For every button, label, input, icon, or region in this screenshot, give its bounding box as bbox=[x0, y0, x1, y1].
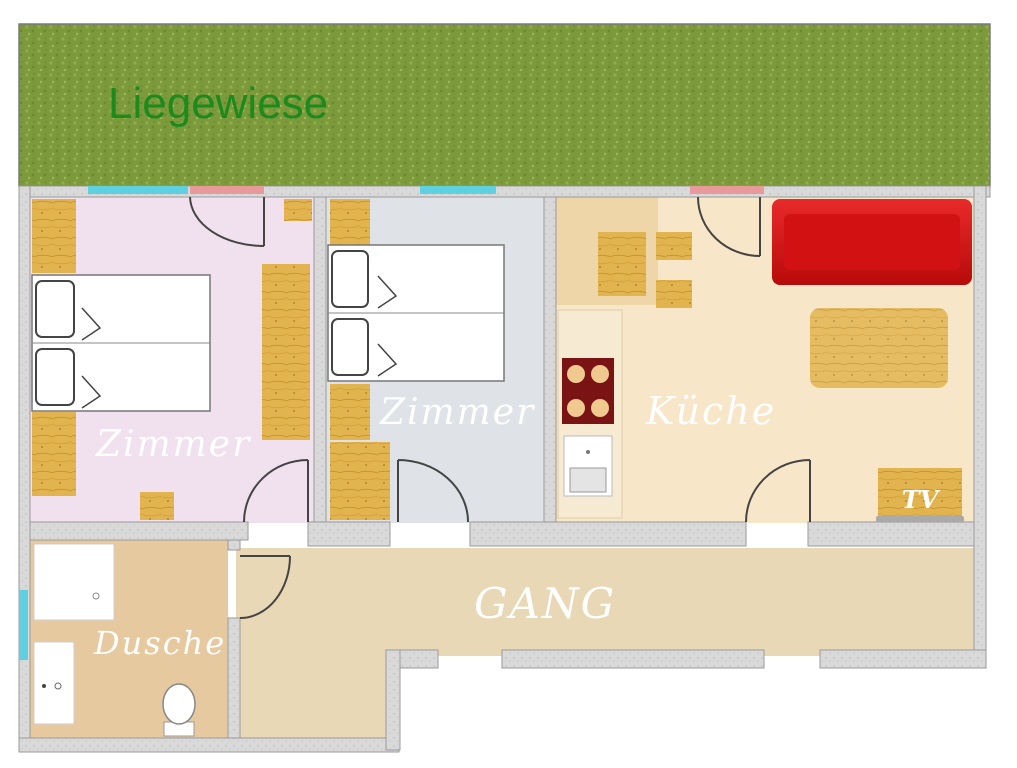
window-3 bbox=[19, 590, 28, 660]
dresser-2 bbox=[330, 442, 390, 520]
kueche-label: Küche bbox=[645, 389, 776, 433]
window-1 bbox=[88, 186, 188, 194]
window-2 bbox=[420, 186, 496, 194]
wardrobe-1a bbox=[32, 199, 76, 273]
wardrobe-2b bbox=[330, 384, 370, 440]
door-dusche bbox=[239, 555, 291, 619]
kueche-furniture: TV bbox=[557, 199, 972, 522]
washbasin-icon bbox=[33, 641, 75, 725]
walls bbox=[18, 185, 991, 753]
bed-2-icon bbox=[327, 244, 505, 382]
door-zimmer-1-terrace bbox=[189, 196, 265, 247]
bed-1-icon bbox=[31, 274, 211, 412]
coffee-table bbox=[810, 308, 948, 388]
gang-label: GANG bbox=[474, 579, 616, 628]
doors bbox=[189, 196, 811, 619]
wardrobe-1b bbox=[32, 412, 76, 496]
door-zimmer-1 bbox=[243, 459, 309, 523]
sofa-icon bbox=[772, 199, 972, 285]
chair-2 bbox=[656, 280, 692, 308]
dresser-1 bbox=[262, 264, 310, 440]
room-labels: Zimmer Zimmer Küche GANG Dusche bbox=[93, 389, 776, 662]
wardrobe-2a bbox=[330, 199, 370, 245]
lawn-label: Liegewiese bbox=[108, 79, 328, 128]
zimmer-2-furniture bbox=[327, 199, 505, 520]
zimmer-1-furniture bbox=[31, 199, 312, 520]
windows bbox=[19, 186, 764, 660]
lawn-area: Liegewiese bbox=[18, 23, 991, 187]
tv-icon: TV bbox=[876, 468, 964, 522]
nightstand-1 bbox=[284, 199, 312, 221]
door-window-2 bbox=[690, 186, 764, 194]
door-kueche bbox=[745, 459, 811, 523]
chair-1 bbox=[656, 232, 692, 260]
stool-1 bbox=[140, 492, 174, 520]
dining-table bbox=[598, 232, 646, 296]
shower-tray-icon bbox=[33, 543, 115, 621]
dusche-label: Dusche bbox=[93, 624, 226, 662]
gang-floor bbox=[236, 548, 974, 656]
door-zimmer-2 bbox=[397, 459, 469, 523]
stove-icon bbox=[562, 358, 614, 424]
door-kueche-terrace bbox=[697, 196, 761, 257]
toilet-icon bbox=[162, 683, 196, 737]
door-window-1 bbox=[190, 186, 264, 194]
sink-icon bbox=[563, 435, 613, 497]
gang-entrance-floor bbox=[236, 650, 388, 738]
tv-label: TV bbox=[902, 485, 941, 514]
dusche-fixtures bbox=[33, 543, 196, 737]
zimmer-2-label: Zimmer bbox=[379, 392, 535, 433]
zimmer-1-label: Zimmer bbox=[95, 424, 251, 465]
